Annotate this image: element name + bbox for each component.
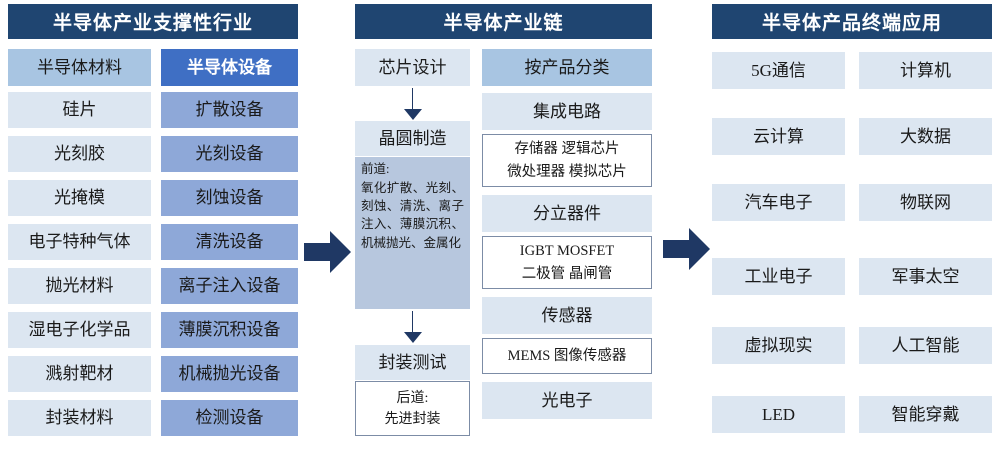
support-material-item[interactable]: 硅片 — [8, 92, 151, 128]
support-material-item[interactable]: 溅射靶材 — [8, 356, 151, 392]
wafer-detail-body: 氧化扩散、光刻、刻蚀、清洗、离子注入、薄膜沉积、机械抛光、金属化 — [361, 181, 464, 250]
support-material-item[interactable]: 封装材料 — [8, 400, 151, 436]
application-item[interactable]: 人工智能 — [859, 327, 992, 364]
product-item: 微处理器 模拟芯片 — [507, 163, 627, 180]
arrow-support-to-chain — [304, 229, 352, 275]
panel-chain-title: 半导体产业链 — [355, 4, 652, 39]
arrow-chain-to-applications — [663, 226, 711, 272]
support-equipment-header[interactable]: 半导体设备 — [161, 49, 298, 86]
chain-process-wafer-detail: 前道: 氧化扩散、光刻、刻蚀、清洗、离子注入、薄膜沉积、机械抛光、金属化 — [355, 157, 470, 309]
support-material-item[interactable]: 光掩模 — [8, 180, 151, 216]
chain-process-design[interactable]: 芯片设计 — [355, 49, 470, 86]
product-item: 存储器 逻辑芯片 — [514, 141, 620, 158]
chain-process-package-detail: 后道: 先进封装 — [355, 381, 470, 436]
support-equipment-item[interactable]: 清洗设备 — [161, 224, 298, 260]
application-item[interactable]: 5G通信 — [712, 52, 845, 89]
application-item[interactable]: 军事太空 — [859, 258, 992, 295]
panel-support-title: 半导体产业支撑性行业 — [8, 4, 298, 39]
product-group-label[interactable]: 传感器 — [482, 297, 652, 334]
package-detail-heading: 后道: — [396, 390, 429, 406]
support-material-item[interactable]: 抛光材料 — [8, 268, 151, 304]
support-material-item[interactable]: 光刻胶 — [8, 136, 151, 172]
product-item: 二极管 晶闸管 — [521, 265, 613, 282]
chain-process-wafer[interactable]: 晶圆制造 — [355, 121, 470, 156]
application-item[interactable]: 云计算 — [712, 118, 845, 155]
support-equipment-item[interactable]: 光刻设备 — [161, 136, 298, 172]
support-material-item[interactable]: 电子特种气体 — [8, 224, 151, 260]
application-item[interactable]: 工业电子 — [712, 258, 845, 295]
support-equipment-item[interactable]: 离子注入设备 — [161, 268, 298, 304]
application-item[interactable]: 汽车电子 — [712, 184, 845, 221]
product-group-label[interactable]: 光电子 — [482, 382, 652, 419]
product-item: MEMS 图像传感器 — [507, 347, 627, 364]
panel-applications-title: 半导体产品终端应用 — [712, 4, 992, 39]
chain-products-header[interactable]: 按产品分类 — [482, 49, 652, 86]
panel-support-industries: 半导体产业支撑性行业 半导体材料 半导体设备 硅片 光刻胶 光掩模 电子特种气体… — [8, 4, 298, 445]
application-item[interactable]: 物联网 — [859, 184, 992, 221]
panel-end-applications: 半导体产品终端应用 5G通信 计算机 云计算 大数据 汽车电子 物联网 工业电子… — [712, 4, 992, 445]
product-item: IGBT MOSFET — [519, 243, 615, 260]
connector-wafer-to-package — [355, 311, 470, 343]
product-group-items: MEMS 图像传感器 — [482, 338, 652, 374]
application-item[interactable]: LED — [712, 396, 845, 433]
support-equipment-item[interactable]: 扩散设备 — [161, 92, 298, 128]
support-equipment-item[interactable]: 刻蚀设备 — [161, 180, 298, 216]
chain-process-package-test[interactable]: 封装测试 — [355, 345, 470, 380]
application-item[interactable]: 大数据 — [859, 118, 992, 155]
support-equipment-item[interactable]: 检测设备 — [161, 400, 298, 436]
product-group-items: IGBT MOSFET 二极管 晶闸管 — [482, 236, 652, 289]
support-equipment-item[interactable]: 机械抛光设备 — [161, 356, 298, 392]
panel-industry-chain: 半导体产业链 芯片设计 晶圆制造 前道: 氧化扩散、光刻、刻蚀、清洗、离子注入、… — [355, 4, 652, 445]
wafer-detail-heading: 前道: — [361, 162, 390, 176]
support-materials-header[interactable]: 半导体材料 — [8, 49, 151, 86]
product-group-label[interactable]: 分立器件 — [482, 195, 652, 232]
application-item[interactable]: 计算机 — [859, 52, 992, 89]
connector-design-to-wafer — [355, 88, 470, 120]
product-group-items: 存储器 逻辑芯片 微处理器 模拟芯片 — [482, 134, 652, 187]
support-material-item[interactable]: 湿电子化学品 — [8, 312, 151, 348]
product-group-label[interactable]: 集成电路 — [482, 93, 652, 130]
support-equipment-item[interactable]: 薄膜沉积设备 — [161, 312, 298, 348]
application-item[interactable]: 智能穿戴 — [859, 396, 992, 433]
application-item[interactable]: 虚拟现实 — [712, 327, 845, 364]
package-detail-body: 先进封装 — [384, 411, 441, 427]
